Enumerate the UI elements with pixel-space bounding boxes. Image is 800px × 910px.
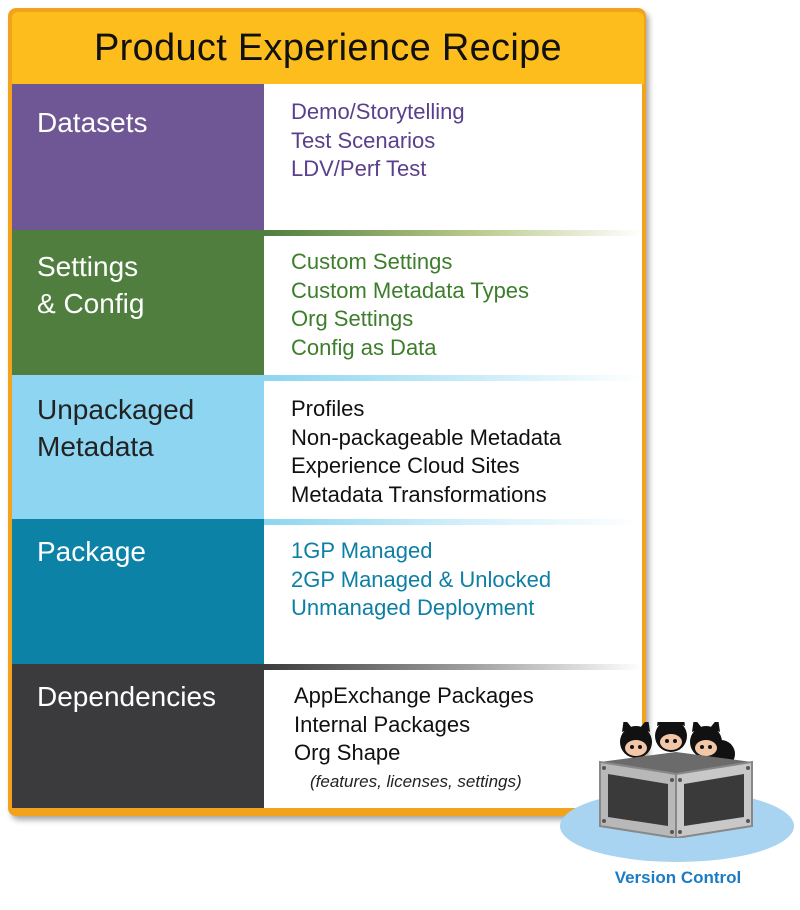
items-dependencies: AppExchange Packages Internal Packages O… — [264, 664, 642, 808]
octocat-crate-icon — [599, 722, 753, 838]
list-item: Demo/Storytelling — [291, 99, 465, 124]
category-label: Dependencies — [37, 681, 217, 712]
category-settings: Settings & Config — [12, 230, 264, 375]
list-item: Custom Metadata Types — [291, 277, 530, 303]
row-settings: Settings & Config Custom Settings Custom… — [12, 230, 642, 375]
list-item: Custom Settings — [291, 249, 453, 274]
category-label: Metadata — [37, 431, 154, 462]
category-datasets: Datasets — [12, 84, 264, 230]
version-control-label: Version Control — [614, 868, 742, 887]
row-package: Package 1GP Managed 2GP Managed & Unlock… — [12, 519, 642, 664]
category-label: Settings — [37, 251, 139, 282]
list-item: Experience Cloud Sites — [291, 453, 520, 478]
list-item: Config as Data — [291, 334, 437, 360]
category-package: Package — [12, 519, 264, 664]
row-unpackaged: Unpackaged Metadata Profiles Non-package… — [12, 375, 642, 519]
list-item: Metadata Transformations — [291, 481, 547, 507]
list-item: Org Shape — [294, 740, 401, 765]
list-item: Test Scenarios — [291, 127, 436, 153]
items-settings: Custom Settings Custom Metadata Types Or… — [264, 230, 642, 375]
category-label: Package — [37, 536, 146, 567]
list-item: 1GP Managed — [291, 538, 433, 563]
items-package: 1GP Managed 2GP Managed & Unlocked Unman… — [264, 519, 642, 664]
list-item: LDV/Perf Test — [291, 156, 427, 181]
separator — [264, 375, 642, 381]
title-bar — [12, 12, 644, 84]
separator — [264, 664, 642, 670]
list-item: AppExchange Packages — [294, 683, 534, 708]
category-label: & Config — [37, 288, 145, 319]
list-item: 2GP Managed & Unlocked — [291, 566, 552, 592]
list-item: Non-packageable Metadata — [291, 424, 562, 450]
list-item: Profiles — [291, 396, 365, 421]
separator — [264, 230, 642, 236]
row-datasets: Datasets Demo/Storytelling Test Scenario… — [12, 84, 642, 230]
org-shape-note: (features, licenses, settings) — [310, 771, 522, 791]
category-unpackaged: Unpackaged Metadata — [12, 375, 264, 519]
row-dependencies: Dependencies AppExchange Packages Intern… — [12, 664, 642, 808]
category-label: Unpackaged — [37, 394, 195, 425]
list-item: Internal Packages — [294, 711, 471, 737]
items-unpackaged: Profiles Non-packageable Metadata Experi… — [264, 375, 642, 519]
items-datasets: Demo/Storytelling Test Scenarios LDV/Per… — [264, 84, 642, 230]
list-item: Org Settings — [291, 306, 414, 331]
recipe-title: Product Experience Recipe — [94, 26, 562, 69]
category-dependencies: Dependencies — [12, 664, 264, 808]
separator — [264, 519, 642, 525]
category-label: Datasets — [37, 107, 148, 138]
list-item: Unmanaged Deployment — [291, 595, 535, 620]
